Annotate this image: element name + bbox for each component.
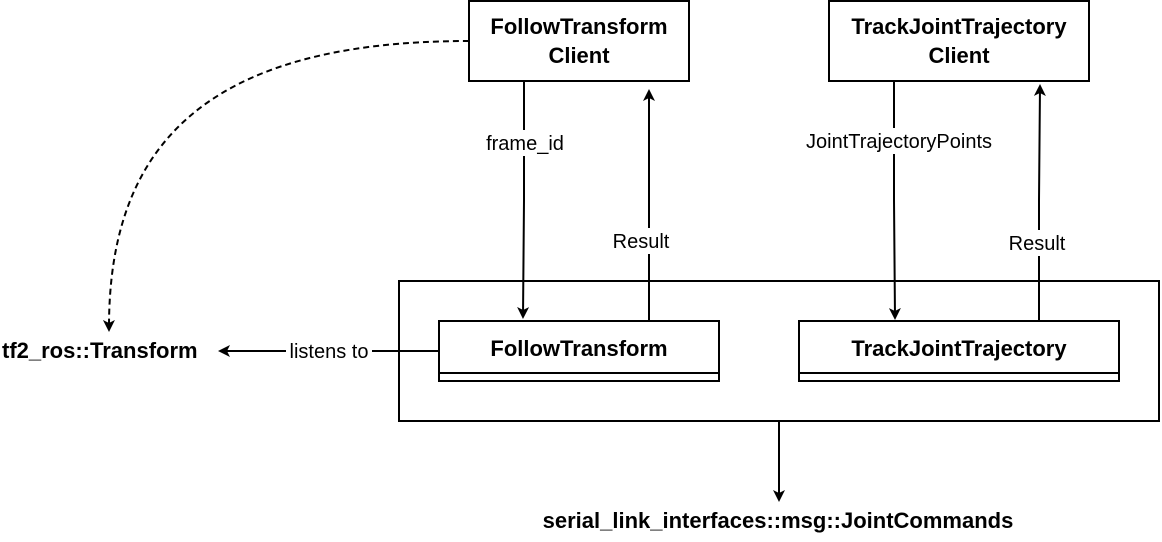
track-result-label: Result — [1009, 233, 1066, 255]
joint-points-label: JointTrajectoryPoints — [806, 131, 992, 153]
follow-transform-title: FollowTransform — [490, 336, 667, 361]
joint-commands-label: serial_link_interfaces::msg::JointComman… — [543, 508, 1014, 533]
joint-points-edge — [888, 81, 901, 320]
frame-id-label: frame_id — [486, 133, 564, 155]
frame-id-edge — [517, 81, 530, 319]
track-client-title-line1: TrackJointTrajectory — [851, 14, 1067, 39]
follow-transform-node: FollowTransform — [438, 320, 720, 382]
track-trajectory-client-node: TrackJointTrajectory Client — [828, 0, 1090, 82]
track-trajectory-node: TrackJointTrajectory — [798, 320, 1120, 382]
follow-client-title-line2: Client — [548, 43, 610, 68]
follow-result-label: Result — [613, 231, 670, 253]
follow-transform-client-node: FollowTransform Client — [468, 0, 690, 82]
listens-to-label: listens to — [290, 341, 369, 363]
tf2-transform-label: tf2_ros::Transform — [2, 338, 198, 363]
track-client-title-line2: Client — [928, 43, 990, 68]
follow-client-title-line1: FollowTransform — [490, 14, 667, 39]
track-result-edge — [1033, 84, 1046, 321]
dashed-dependency-edge — [102, 40, 470, 332]
track-trajectory-title: TrackJointTrajectory — [851, 336, 1067, 361]
